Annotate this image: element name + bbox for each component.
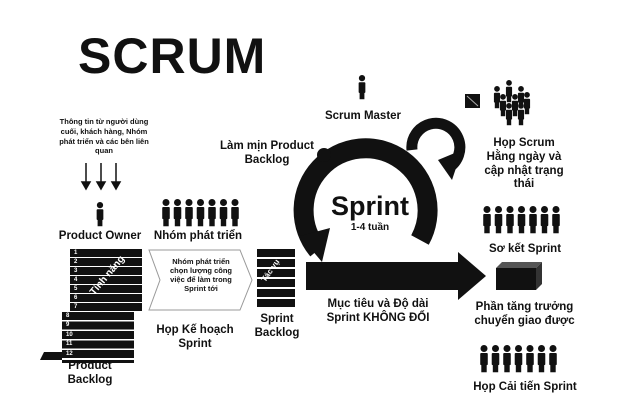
dev-team-person-icon <box>162 199 170 227</box>
backlog-item-number: 3 <box>74 267 78 274</box>
retrospective-person-icon <box>526 345 534 373</box>
backlog-item-row <box>62 312 134 320</box>
product-backlog-label: Product Backlog <box>67 360 113 386</box>
review-person-icon <box>494 206 503 234</box>
backlog-item-row <box>62 331 134 339</box>
backlog-item-number: 12 <box>66 350 73 357</box>
stack-shadow <box>40 352 62 360</box>
dev-team-person-icon <box>185 199 193 227</box>
backlog-item-number: 11 <box>66 341 73 347</box>
dev-team-person-icon <box>231 199 239 227</box>
retrospective-person-icon <box>491 345 500 373</box>
product-owner-person-icon <box>96 202 104 227</box>
people-groups <box>96 75 560 373</box>
backlog-item-number: 4 <box>74 276 78 283</box>
planning-chevron-text: Nhóm phát triển chọn lượng công việc để … <box>169 257 232 293</box>
retrospective-label: Họp Cải tiến Sprint <box>473 381 577 393</box>
backlog-item-row <box>70 267 142 275</box>
page-title: SCRUM <box>78 28 267 84</box>
dev-team-person-icon <box>208 199 216 227</box>
sprint-review-label: Sơ kết Sprint <box>488 243 562 255</box>
backlog-item-row <box>62 350 134 358</box>
backlog-item-number: 10 <box>66 331 73 338</box>
input-arrows <box>80 163 122 191</box>
backlog-item-row <box>70 249 142 257</box>
backlog-item-number: 2 <box>74 258 78 265</box>
backlog-item-number: 1 <box>74 249 78 256</box>
sprint-backlog-row <box>257 249 295 257</box>
product-backlog-stack <box>40 249 142 363</box>
backlog-item-row <box>70 294 142 302</box>
daily-scrum-person-icon <box>523 92 531 115</box>
refinement-label: Làm mịn Product Backlog <box>220 140 314 166</box>
task-board-icon <box>465 94 480 108</box>
backlog-item-row <box>70 303 142 311</box>
fixed-goal-label: Mục tiêu và Độ dài Sprint KHÔNG ĐỔI <box>326 298 430 324</box>
retrospective-person-icon <box>514 345 523 373</box>
input-info-text: Thông tin từ người dùng cuối, khách hàng… <box>59 117 149 156</box>
dev-team-person-icon <box>173 199 182 227</box>
retrospective-person-icon <box>503 345 511 373</box>
dev-team-label: Nhóm phát triển <box>153 230 243 242</box>
daily-scrum-person-icon <box>511 94 519 117</box>
sprint-backlog-row <box>257 289 295 297</box>
backlog-item-number: 5 <box>74 285 78 292</box>
product-owner-label: Product Owner <box>58 230 142 242</box>
daily-scrum-person-icon <box>493 86 501 109</box>
scrum-master-person-icon <box>358 75 366 100</box>
retrospective-person-icon <box>549 345 557 373</box>
backlog-item-row <box>70 276 142 284</box>
review-person-icon <box>529 206 537 234</box>
daily-scrum-label: Họp Scrum Hằng ngày và cập nhật trạng th… <box>484 137 564 191</box>
dev-team-person-icon <box>196 199 205 227</box>
backlog-item-row <box>70 285 142 293</box>
backlog-item-number: 9 <box>66 322 70 328</box>
increment-box-icon <box>496 262 542 290</box>
review-person-icon <box>552 206 560 234</box>
review-person-icon <box>540 206 549 234</box>
backlog-item-row <box>70 258 142 266</box>
backlog-item-number: 6 <box>74 294 78 301</box>
sprint-backlog-row <box>257 269 295 277</box>
sprint-cycle-icon <box>293 117 486 300</box>
scrum-master-label: Scrum Master <box>324 110 402 122</box>
backlog-item-number: 7 <box>74 303 78 310</box>
increment-label: Phần tăng trưởng chuyển giao được <box>474 301 575 327</box>
backlog-item-number: 8 <box>66 312 70 319</box>
sprint-backlog-stack <box>257 249 295 307</box>
review-person-icon <box>517 206 526 234</box>
planning-chevron <box>148 249 253 311</box>
retrospective-person-icon <box>480 345 488 373</box>
dev-team-person-icon <box>219 199 228 227</box>
daily-scrum-person-icon <box>505 103 513 126</box>
sprint-duration: 1-4 tuần <box>350 222 390 233</box>
daily-scrum-person-icon <box>505 80 513 103</box>
review-person-icon <box>506 206 514 234</box>
sprint-backlog-row <box>257 299 295 307</box>
sprint-backlog-row <box>257 259 295 267</box>
sprint-backlog-row <box>257 279 295 287</box>
retrospective-person-icon <box>537 345 546 373</box>
sprint-title: Sprint <box>331 191 409 221</box>
sprint-planning-label: Họp Kế hoạch Sprint <box>156 324 234 350</box>
review-person-icon <box>483 206 491 234</box>
sprint-backlog-label: Sprint Backlog <box>254 313 300 339</box>
daily-scrum-person-icon <box>499 94 507 117</box>
daily-scrum-person-icon <box>517 103 525 126</box>
backlog-item-row <box>62 340 134 349</box>
backlog-item-row <box>62 321 134 330</box>
